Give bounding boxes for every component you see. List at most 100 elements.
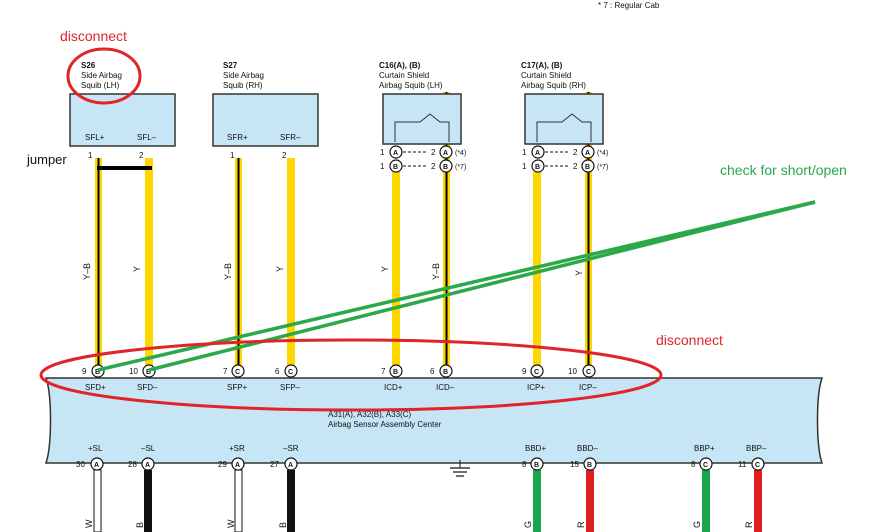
pin-letter: B (393, 369, 398, 376)
row2-left-number: 1 (380, 162, 385, 171)
pin-label: +SL (88, 444, 103, 453)
center-bottom-pins: +SL 30 A W –SL 28 A B +SR 29 A W –SR 27 … (76, 444, 767, 528)
wire-color-label: B (135, 522, 145, 528)
pin-number-a: 1 (88, 151, 93, 160)
center-top-pin: 9 C ICP+ (522, 364, 545, 392)
pin-circle (581, 145, 595, 159)
pin-circle (284, 457, 298, 471)
disconnect-label-top: disconnect (60, 28, 127, 44)
center-bottom-pin: –SL 28 A B (128, 444, 156, 528)
pin-letter: B (443, 164, 448, 171)
center-top-pins: 9 B SFD+ 10 B SFD– 7 C SFP+ 6 C SFP– 7 B (82, 364, 597, 392)
connector-c17: C17(A), (B) Curtain Shield Airbag Squib … (521, 61, 608, 173)
pin-number: 15 (570, 460, 579, 469)
center-bottom-pin: +SL 30 A W (76, 444, 104, 528)
center-title-a: A31(A), A32(B), A33(C) (328, 410, 411, 419)
pin-letter: B (585, 164, 590, 171)
pin-letter: B (535, 164, 540, 171)
wire-color-label: Y (132, 266, 142, 272)
center-top-pin: 7 C SFP+ (223, 364, 248, 392)
wire-color-label: Y (380, 266, 390, 272)
row1-note: (*4) (597, 150, 608, 157)
pin-label: ICD– (436, 383, 455, 392)
bottom-wires (93, 469, 762, 532)
pin-circle (699, 457, 713, 471)
pin-label: BBP+ (694, 444, 715, 453)
pin-number: 8 (522, 460, 527, 469)
wire-bottom-b2 (287, 470, 295, 532)
pin-label: BBP– (746, 444, 767, 453)
pin-letter: C (755, 462, 760, 469)
connector-code: S27 (223, 61, 238, 70)
pin-circle (439, 159, 453, 173)
pin-circle (439, 145, 453, 159)
pin-circle (531, 159, 545, 173)
header-note: * 7 : Regular Cab (598, 1, 660, 10)
wire-color-label: G (692, 521, 702, 528)
center-top-pin: 6 C SFP– (275, 364, 301, 392)
connector-c16: C16(A), (B) Curtain Shield Airbag Squib … (379, 61, 466, 173)
row2-mid-number: 2 (573, 162, 578, 171)
squib-symbol (536, 113, 592, 142)
center-bottom-pin: –SR 27 A B (270, 444, 299, 528)
pin-letter: A (585, 150, 590, 157)
pin-number-b: 2 (139, 151, 144, 160)
pin-label: SFP+ (227, 383, 248, 392)
pin-circle (751, 457, 765, 471)
pin-letter: C (288, 369, 293, 376)
pin-circle (530, 457, 544, 471)
pin-number: 11 (738, 460, 747, 469)
pin-number-a: 1 (230, 151, 235, 160)
pin-label: SFD– (137, 383, 158, 392)
pin-circle (389, 159, 403, 173)
connector-code: S26 (81, 61, 96, 70)
center-top-pin: 10 C ICP– (568, 364, 597, 392)
pin-circle (582, 364, 596, 378)
row2-note: (*7) (597, 164, 608, 171)
connector-box (69, 93, 176, 147)
check-label: check for short/open (720, 162, 847, 178)
wire-color-label: R (744, 521, 754, 528)
pin-circle (530, 364, 544, 378)
wire-c16-left (392, 172, 400, 370)
ground-icon (450, 460, 470, 477)
disconnect-label-right: disconnect (656, 332, 723, 348)
wire-bottom-g2 (702, 470, 710, 532)
pin-label: BBD+ (525, 444, 546, 453)
pin-circle (531, 145, 545, 159)
pin-letter: C (586, 369, 591, 376)
pin-circle (583, 457, 597, 471)
pin-letter: B (534, 462, 539, 469)
airbag-sensor-center: A31(A), A32(B), A33(C) Airbag Sensor Ass… (44, 377, 824, 464)
pin-number: 7 (223, 367, 228, 376)
wire-color-label: R (576, 521, 586, 528)
connector-box (212, 93, 319, 147)
pin-number: 9 (82, 367, 87, 376)
wire-color-label: Y–B (82, 263, 92, 280)
pin-letter: C (534, 369, 539, 376)
row1-note: (*4) (455, 150, 466, 157)
pin-letter: A (94, 462, 99, 469)
pin-label-a: SFR+ (227, 133, 248, 142)
pin-label: ICP+ (527, 383, 545, 392)
pin-circle (389, 145, 403, 159)
center-bottom-pin: BBP+ 8 C G (691, 444, 715, 528)
squib-symbol (394, 113, 450, 142)
pin-label: +SR (229, 444, 245, 453)
connector-name-line2: Squib (RH) (223, 81, 263, 90)
connector-name-line2: Squib (LH) (81, 81, 120, 90)
jumper-label: jumper (26, 152, 67, 167)
disconnect-circle-s26 (66, 47, 142, 105)
wire-bottom-w1 (93, 469, 102, 532)
pin-label: –SL (141, 444, 156, 453)
center-title-b: Airbag Sensor Assembly Center (328, 420, 442, 429)
center-bottom-pin: BBP– 11 C R (738, 444, 767, 528)
pin-number: 7 (381, 367, 386, 376)
connector-s27: S27 Side Airbag Squib (RH) SFR+ SFR– 1 2 (212, 61, 319, 160)
pin-label: ICP– (579, 383, 597, 392)
center-top-pin: 6 B ICD– (430, 364, 455, 392)
pin-letter: A (288, 462, 293, 469)
wire-bottom-r1 (586, 470, 594, 532)
pin-number: 27 (270, 460, 279, 469)
